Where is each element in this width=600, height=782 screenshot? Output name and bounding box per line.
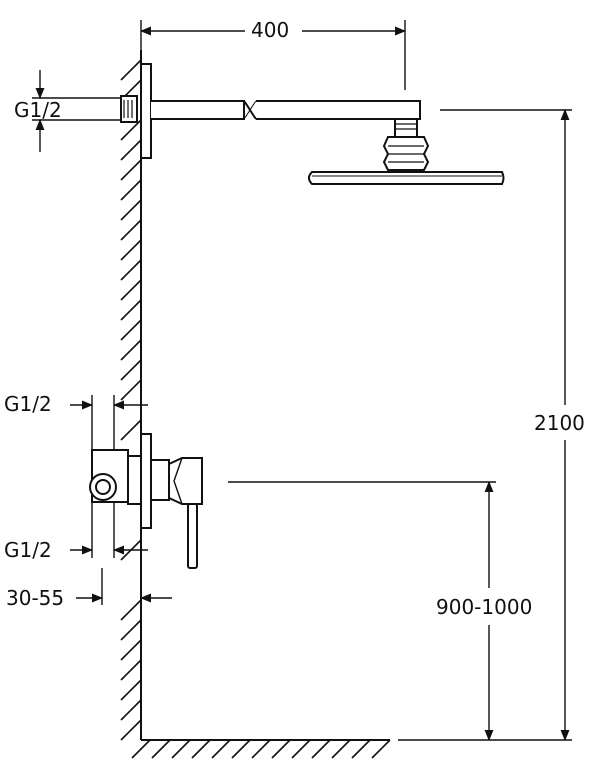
floor-hatching [131,739,391,759]
shower-head [308,118,505,185]
label-mixer-thread-bottom: G1/2 [4,538,52,562]
wall [120,50,142,741]
label-arm-length: 400 [251,18,290,42]
label-thread-top: G1/2 [14,98,62,122]
shower-arm [120,63,421,159]
label-wall-depth: 30-55 [6,586,65,610]
dimension-lines [32,20,572,742]
mixer-valve [89,433,203,569]
mixer-cartridge [150,459,170,501]
floor [131,739,391,759]
label-mixer-height: 900-1000 [436,595,533,619]
mixer-wall-plate [140,433,152,529]
mixer-lever [187,503,198,569]
arm-wall-flange [140,63,152,159]
mixer-body-center [127,455,142,505]
label-total-height: 2100 [534,411,585,435]
arm-thread-fitting [120,95,138,123]
label-mixer-thread-top: G1/2 [4,392,52,416]
wall-hatching [120,59,142,741]
head-connector [394,118,418,138]
arm-tube [151,100,245,120]
head-plate [308,171,505,185]
